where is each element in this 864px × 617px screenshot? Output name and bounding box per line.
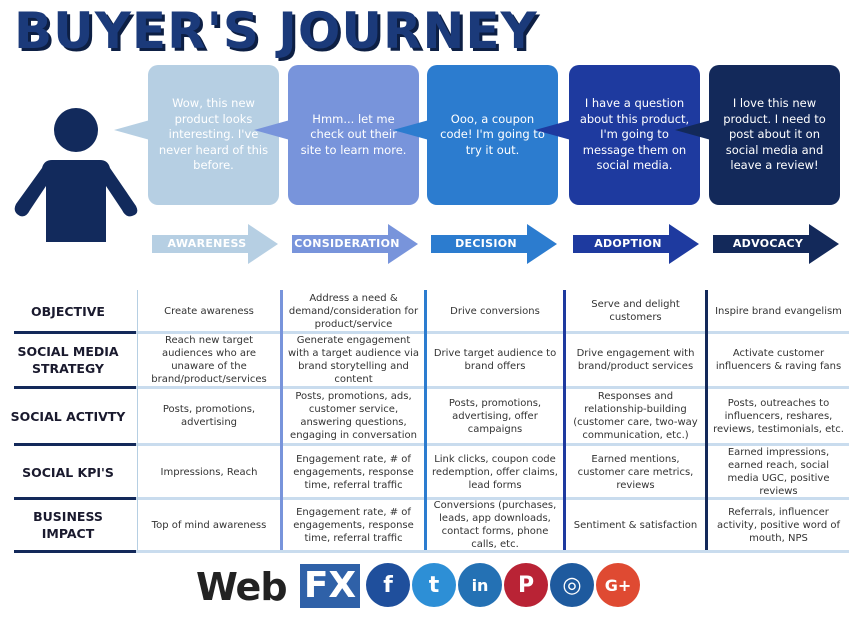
table-cell: Responses and relationship-building (cus…	[573, 391, 698, 441]
row-header: SOCIAL ACTIVTY	[10, 408, 126, 424]
row-divider	[14, 497, 849, 500]
page-title: BUYER'S JOURNEY	[14, 2, 538, 60]
table-cell: Reach new target audiences who are unawa…	[151, 335, 267, 385]
table-cell: Inspire brand evangelism	[715, 305, 842, 317]
column-divider	[280, 290, 283, 550]
row-divider	[14, 550, 849, 553]
table-cell: Address a need & demand/consideration fo…	[288, 292, 419, 330]
row-header: BUSINESS IMPACT	[33, 509, 103, 541]
table-cell: Referrals, influencer activity, positive…	[716, 506, 841, 544]
stage-label: CONSIDERATION	[294, 237, 400, 250]
instagram-icon[interactable]: ◎	[550, 563, 594, 607]
speech-bubble-text: Hmm... let me check out their site to le…	[300, 111, 407, 157]
row-divider-head	[14, 497, 136, 500]
speech-bubble-text: Ooo, a coupon code! I'm going to try it …	[440, 111, 545, 157]
speech-bubble-tail	[393, 120, 429, 140]
table-cell: Posts, promotions, advertising	[162, 404, 256, 428]
stage-label: ADVOCACY	[732, 237, 804, 250]
speech-bubble-text: I have a question about this product, I'…	[579, 96, 690, 173]
row-header: SOCIAL MEDIA STRATEGY	[17, 344, 119, 376]
stage-label: AWARENESS	[167, 237, 247, 250]
speech-bubble-advocacy: I love this new product. I need to post …	[675, 65, 840, 205]
table-cell: Sentiment & satisfaction	[573, 519, 698, 531]
twitter-icon[interactable]: t	[412, 563, 456, 607]
table-cell: Top of mind awareness	[151, 519, 267, 531]
speech-bubble-text: Wow, this new product looks interesting.…	[158, 96, 269, 173]
row-header: OBJECTIVE	[31, 303, 105, 319]
webfx-logo-web: Web	[196, 565, 288, 609]
speech-bubble-tail	[535, 120, 571, 140]
column-divider	[137, 290, 138, 550]
table-cell: Conversions (purchases, leads, app downl…	[433, 500, 557, 550]
table-cell: Drive target audience to brand offers	[433, 348, 557, 372]
person-icon	[14, 108, 138, 242]
speech-bubble-text: I love this new product. I need to post …	[723, 96, 826, 173]
row-divider	[14, 386, 849, 389]
column-divider	[563, 290, 566, 550]
row-divider	[14, 443, 849, 446]
table-cell: Posts, outreaches to influencers, reshar…	[713, 397, 844, 435]
table-cell: Generate engagement with a target audien…	[287, 335, 420, 385]
table-cell: Impressions, Reach	[160, 466, 258, 478]
row-divider-head	[14, 331, 136, 334]
table-cell: Serve and delight customers	[591, 299, 680, 323]
table-cell: Earned impressions, earned reach, social…	[727, 447, 830, 497]
speech-bubble-tail	[675, 120, 711, 140]
column-divider	[705, 290, 708, 550]
speech-bubble-tail	[254, 120, 290, 140]
table-cell: Drive engagement with brand/product serv…	[576, 348, 695, 372]
googleplus-icon[interactable]: G+	[596, 563, 640, 607]
row-divider-head	[14, 550, 136, 553]
row-divider-head	[14, 443, 136, 446]
facebook-icon[interactable]: f	[366, 563, 410, 607]
table-cell: Posts, promotions, advertising, offer ca…	[448, 397, 542, 435]
linkedin-icon[interactable]: in	[458, 563, 502, 607]
pinterest-icon[interactable]: P	[504, 563, 548, 607]
table-cell: Link clicks, coupon code redemption, off…	[432, 453, 558, 491]
table-cell: Drive conversions	[450, 305, 540, 317]
webfx-logo-fx: FX	[300, 564, 360, 608]
table-cell: Earned mentions, customer care metrics, …	[577, 453, 694, 491]
row-divider	[14, 331, 849, 334]
speech-bubble-tail	[114, 120, 150, 140]
stage-label: DECISION	[455, 237, 517, 250]
table-cell: Engagement rate, # of engagements, respo…	[293, 453, 414, 491]
stage-label: ADOPTION	[594, 237, 662, 250]
table-cell: Activate customer influencers & raving f…	[715, 348, 842, 372]
speech-bubble-decision: Ooo, a coupon code! I'm going to try it …	[393, 65, 558, 205]
row-header: SOCIAL KPI'S	[22, 464, 114, 480]
table-cell: Posts, promotions, ads, customer service…	[290, 391, 417, 441]
column-divider	[424, 290, 427, 550]
table-cell: Engagement rate, # of engagements, respo…	[293, 506, 414, 544]
table-cell: Create awareness	[164, 305, 254, 317]
row-divider-head	[14, 386, 136, 389]
